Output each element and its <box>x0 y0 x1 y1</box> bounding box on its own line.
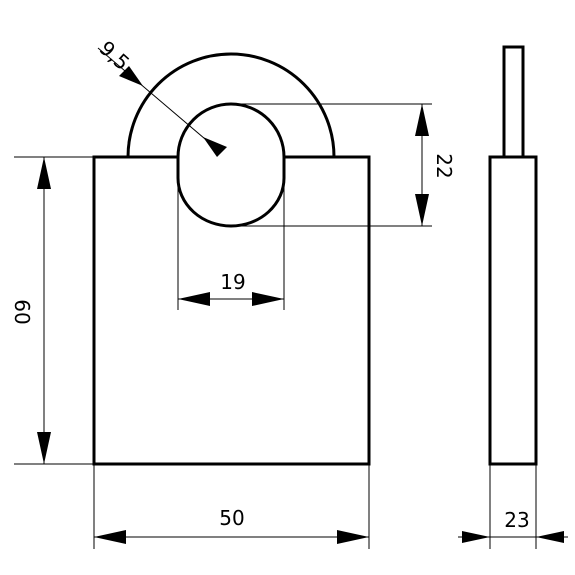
dim-label-body-thickness: 23 <box>504 508 529 532</box>
dim-body-thickness: 23 <box>458 464 568 549</box>
dim-label-shackle-clearance-height: 22 <box>432 153 456 178</box>
dim-arrow-head <box>178 292 210 306</box>
dim-arrow-head <box>37 157 51 189</box>
dim-arrow-head <box>337 530 369 544</box>
dim-label-shackle-clearance-width: 19 <box>220 270 245 294</box>
dim-leader-line <box>97 47 219 151</box>
dim-arrow-head <box>536 531 564 543</box>
dim-body-width: 50 <box>93 464 370 549</box>
dim-arrow-head <box>94 530 126 544</box>
dim-label-body-width: 50 <box>219 506 244 530</box>
dim-arrow-head <box>415 194 429 226</box>
side-body <box>488 155 538 466</box>
dim-body-height: 60 <box>10 156 94 465</box>
side-shackle <box>502 45 525 159</box>
dim-shackle-clearance-width: 19 <box>177 178 285 310</box>
dim-arrow-head <box>37 432 51 464</box>
front-view <box>92 52 371 466</box>
dim-arrow-head <box>203 137 227 157</box>
shackle-opening <box>176 102 286 228</box>
dim-label-body-height: 60 <box>10 299 34 324</box>
side-view <box>488 45 538 466</box>
lock-body <box>92 155 371 466</box>
dim-arrow-head <box>462 531 490 543</box>
dim-arrow-head <box>415 104 429 136</box>
dim-arrow-head <box>119 66 143 86</box>
dim-arrow-head <box>252 292 284 306</box>
dim-shackle-diameter: 9,5 <box>95 36 227 157</box>
shackle-outer-arc <box>126 52 336 158</box>
dim-shackle-clearance-height: 22 <box>231 103 456 227</box>
